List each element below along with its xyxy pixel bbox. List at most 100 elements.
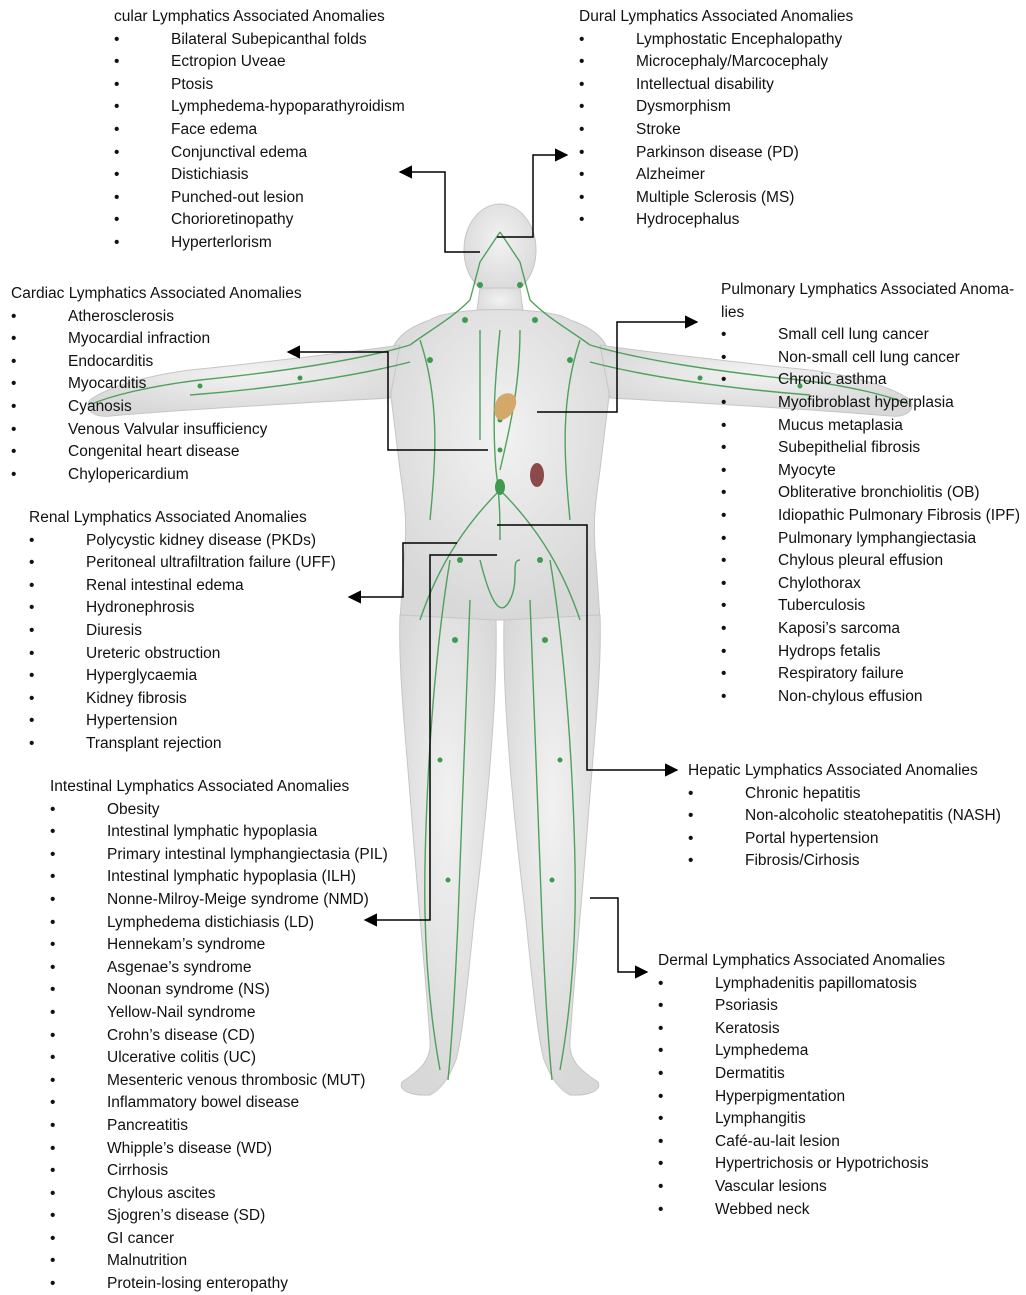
arrow-dermal bbox=[590, 898, 647, 972]
ocular-item-text: Punched-out lesion bbox=[171, 187, 304, 210]
dermal-list-item: •Webbed neck bbox=[658, 1199, 978, 1222]
pulmonary-list-item: •Myofibroblast hyperplasia bbox=[721, 392, 1019, 415]
renal-list-item: •Peritoneal ultrafiltration failure (UFF… bbox=[29, 552, 349, 575]
intestinal-title: Intestinal Lymphatics Associated Anomali… bbox=[50, 776, 390, 799]
dural-panel: Dural Lymphatics Associated Anomalies • L… bbox=[579, 6, 879, 232]
bullet-icon: • bbox=[114, 96, 119, 119]
pulmonary-list-item: •Chylous pleural effusion bbox=[721, 550, 1019, 573]
pulmonary-list-item: •Chylothorax bbox=[721, 573, 1019, 596]
bullet-icon: • bbox=[50, 1205, 55, 1228]
intestinal-item-text: GI cancer bbox=[107, 1228, 174, 1251]
bullet-icon: • bbox=[11, 441, 16, 464]
intestinal-list-item: •Intestinal lymphatic hypoplasia bbox=[50, 821, 390, 844]
pulmonary-item-text: Non-small cell lung cancer bbox=[778, 347, 960, 370]
bullet-icon: • bbox=[658, 1086, 663, 1109]
intestinal-list-item: •Pancreatitis bbox=[50, 1115, 390, 1138]
hepatic-item-text: Non-alcoholic steatohepatitis (NASH) bbox=[745, 805, 1001, 828]
ocular-item-text: Conjunctival edema bbox=[171, 142, 307, 165]
dermal-title: Dermal Lymphatics Associated Anomalies bbox=[658, 950, 978, 973]
bullet-icon: • bbox=[50, 1183, 55, 1206]
bullet-icon: • bbox=[29, 665, 34, 688]
intestinal-list-item: •Asgenae’s syndrome bbox=[50, 957, 390, 980]
cardiac-list-item: •Venous Valvular insufficiency bbox=[11, 419, 311, 442]
pulmonary-list-item: •Myocyte bbox=[721, 460, 1019, 483]
intestinal-list-item: •Yellow-Nail syndrome bbox=[50, 1002, 390, 1025]
bullet-icon: • bbox=[579, 142, 584, 165]
intestinal-item-text: Noonan syndrome (NS) bbox=[107, 979, 270, 1002]
bullet-icon: • bbox=[50, 912, 55, 935]
spleen-organ bbox=[530, 463, 544, 487]
bullet-icon: • bbox=[50, 1092, 55, 1115]
bullet-icon: • bbox=[29, 620, 34, 643]
ocular-list-item: •Hyperterlorism bbox=[114, 232, 434, 255]
cardiac-list-item: •Atherosclerosis bbox=[11, 306, 311, 329]
bullet-icon: • bbox=[721, 324, 726, 347]
bullet-icon: • bbox=[114, 119, 119, 142]
bullet-icon: • bbox=[50, 866, 55, 889]
bullet-icon: • bbox=[579, 187, 584, 210]
hepatic-list-item: •Fibrosis/Cirhosis bbox=[688, 850, 1008, 873]
bullet-icon: • bbox=[721, 595, 726, 618]
bullet-icon: • bbox=[50, 1273, 55, 1295]
dural-title: Dural Lymphatics Associated Anomalies bbox=[579, 6, 879, 29]
intestinal-item-text: Pancreatitis bbox=[107, 1115, 188, 1138]
pulmonary-list-item: •Pulmonary lymphangiectasia bbox=[721, 528, 1019, 551]
hepatic-list: •Chronic hepatitis•Non-alcoholic steatoh… bbox=[688, 783, 1008, 873]
dural-item-text: Stroke bbox=[636, 119, 681, 142]
pulmonary-item-text: Subepithelial fibrosis bbox=[778, 437, 920, 460]
bullet-icon: • bbox=[29, 643, 34, 666]
bullet-icon: • bbox=[658, 1176, 663, 1199]
intestinal-item-text: Hennekam’s syndrome bbox=[107, 934, 265, 957]
renal-item-text: Peritoneal ultrafiltration failure (UFF) bbox=[86, 552, 336, 575]
pulmonary-list-item: •Non-chylous effusion bbox=[721, 686, 1019, 709]
pulmonary-item-text: Idiopathic Pulmonary Fibrosis (IPF) bbox=[778, 505, 1020, 528]
cardiac-item-text: Endocarditis bbox=[68, 351, 153, 374]
bullet-icon: • bbox=[29, 575, 34, 598]
renal-list-item: •Hydronephrosis bbox=[29, 597, 349, 620]
cardiac-list-item: •Cyanosis bbox=[11, 396, 311, 419]
dural-list-item: •Dysmorphism bbox=[579, 96, 879, 119]
bullet-icon: • bbox=[11, 464, 16, 487]
ocular-list-item: • Lymphedema-hypoparathyroidism bbox=[114, 96, 434, 119]
ocular-item-text: Face edema bbox=[171, 119, 257, 142]
intestinal-list-item: •Lymphedema distichiasis (LD) bbox=[50, 912, 390, 935]
intestinal-list-item: •Obesity bbox=[50, 799, 390, 822]
pulmonary-item-text: Non-chylous effusion bbox=[778, 686, 922, 709]
bullet-icon: • bbox=[29, 733, 34, 756]
bullet-icon: • bbox=[11, 419, 16, 442]
pulmonary-item-text: Pulmonary lymphangiectasia bbox=[778, 528, 976, 551]
intestinal-list-item: •Noonan syndrome (NS) bbox=[50, 979, 390, 1002]
dermal-item-text: Lymphangitis bbox=[715, 1108, 806, 1131]
dermal-item-text: Café-au-lait lesion bbox=[715, 1131, 840, 1154]
intestinal-item-text: Inflammatory bowel disease bbox=[107, 1092, 299, 1115]
intestinal-panel: Intestinal Lymphatics Associated Anomali… bbox=[50, 776, 390, 1295]
cardiac-list-item: •Endocarditis bbox=[11, 351, 311, 374]
bullet-icon: • bbox=[579, 29, 584, 52]
pulmonary-item-text: Small cell lung cancer bbox=[778, 324, 929, 347]
cardiac-list-item: •Myocardial infraction bbox=[11, 328, 311, 351]
hepatic-list-item: •Chronic hepatitis bbox=[688, 783, 1008, 806]
bullet-icon: • bbox=[11, 328, 16, 351]
hepatic-panel: Hepatic Lymphatics Associated Anomalies … bbox=[688, 760, 1008, 873]
cardiac-list-item: •Myocarditis bbox=[11, 373, 311, 396]
bullet-icon: • bbox=[50, 957, 55, 980]
ocular-list-item: •Chorioretinopathy bbox=[114, 209, 434, 232]
dermal-list-item: •Vascular lesions bbox=[658, 1176, 978, 1199]
pulmonary-list: • Small cell lung cancer • Non-small cell l… bbox=[721, 324, 1019, 708]
ocular-item-text: Lymphedema-hypoparathyroidism bbox=[171, 96, 405, 119]
dural-item-text: Microcephaly/Marcocephaly bbox=[636, 51, 828, 74]
ocular-title: cular Lymphatics Associated Anomalies bbox=[114, 6, 434, 29]
bullet-icon: • bbox=[11, 396, 16, 419]
ocular-list-item: •Punched-out lesion bbox=[114, 187, 434, 210]
bullet-icon: • bbox=[50, 934, 55, 957]
bullet-icon: • bbox=[658, 1063, 663, 1086]
dural-item-text: Lymphostatic Encephalopathy bbox=[636, 29, 842, 52]
bullet-icon: • bbox=[721, 573, 726, 596]
bullet-icon: • bbox=[114, 209, 119, 232]
pulmonary-list-item: •Mucus metaplasia bbox=[721, 415, 1019, 438]
bullet-icon: • bbox=[579, 74, 584, 97]
bullet-icon: • bbox=[50, 1025, 55, 1048]
bullet-icon: • bbox=[721, 369, 726, 392]
dural-item-text: Alzheimer bbox=[636, 164, 705, 187]
